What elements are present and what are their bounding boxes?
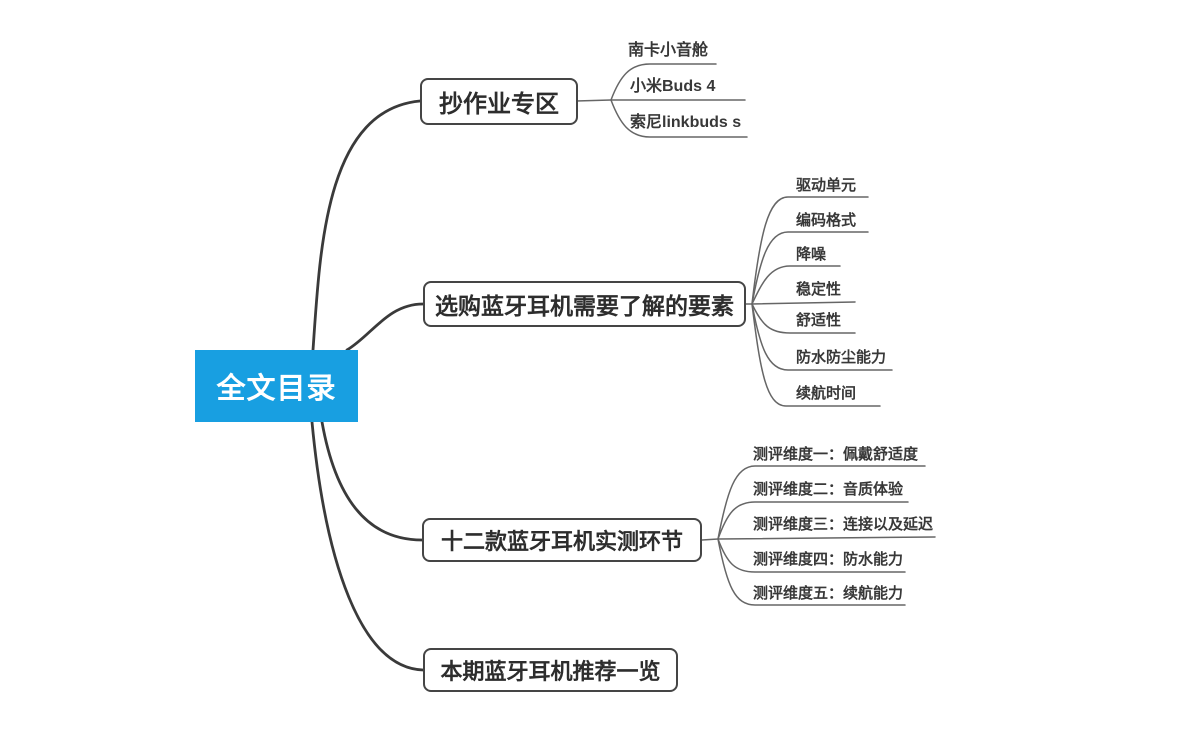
leaf-node[interactable]: 测评维度三：连接以及延迟	[753, 516, 934, 533]
branch3-fan-stub	[701, 538, 719, 541]
leaf-node[interactable]: 编码格式	[796, 212, 857, 229]
branch3-child5-underline	[717, 538, 906, 606]
branch2-child3-underline	[751, 265, 841, 305]
branch3-child2-underline	[717, 501, 909, 540]
leaf-node[interactable]: 稳定性	[796, 281, 842, 298]
branch2-child6-underline	[751, 303, 893, 371]
branch2-child2-underline	[751, 231, 869, 305]
branch3-child3-underline	[717, 536, 936, 540]
leaf-node[interactable]: 舒适性	[796, 312, 842, 329]
leaf-node[interactable]: 续航时间	[796, 385, 857, 402]
leaf-node[interactable]: 防水防尘能力	[796, 349, 887, 366]
root-branch1-connector	[311, 99, 422, 352]
leaf-node[interactable]: 南卡小音舱	[628, 42, 709, 59]
leaf-node[interactable]: 小米Buds 4	[630, 78, 716, 95]
root-branch2-connector	[345, 302, 425, 352]
branch1-child1-underline	[610, 63, 717, 101]
root-branch3-connector	[320, 420, 424, 542]
branch2-child1-underline	[751, 196, 869, 305]
leaf-node[interactable]: 测评维度五：续航能力	[753, 585, 904, 602]
branch-node-recommend-list[interactable]: 本期蓝牙耳机推荐一览	[423, 648, 678, 692]
leaf-node[interactable]: 测评维度二：音质体验	[753, 481, 904, 498]
leaf-node[interactable]: 测评维度四：防水能力	[753, 551, 904, 568]
leaf-node[interactable]: 降噪	[796, 246, 827, 263]
root-node[interactable]: 全文目录	[195, 350, 358, 422]
branch3-child1-underline	[717, 465, 926, 540]
branch2-child7-underline	[751, 303, 881, 407]
branch2-child5-underline	[751, 303, 856, 334]
branch-node-homework-zone[interactable]: 抄作业专区	[420, 78, 578, 125]
leaf-node[interactable]: 索尼linkbuds s	[630, 114, 742, 131]
leaf-node[interactable]: 驱动单元	[796, 177, 857, 194]
branch1-fan-stub	[575, 99, 612, 102]
root-branch4-connector	[310, 420, 425, 672]
branch1-child3-underline	[610, 99, 748, 138]
leaf-node[interactable]: 测评维度一：佩戴舒适度	[753, 446, 919, 463]
branch3-child4-underline	[717, 538, 906, 573]
branch-node-test-session[interactable]: 十二款蓝牙耳机实测环节	[422, 518, 702, 562]
branch-node-buying-factors[interactable]: 选购蓝牙耳机需要了解的要素	[423, 281, 746, 327]
branch2-child4-underline	[751, 301, 856, 305]
